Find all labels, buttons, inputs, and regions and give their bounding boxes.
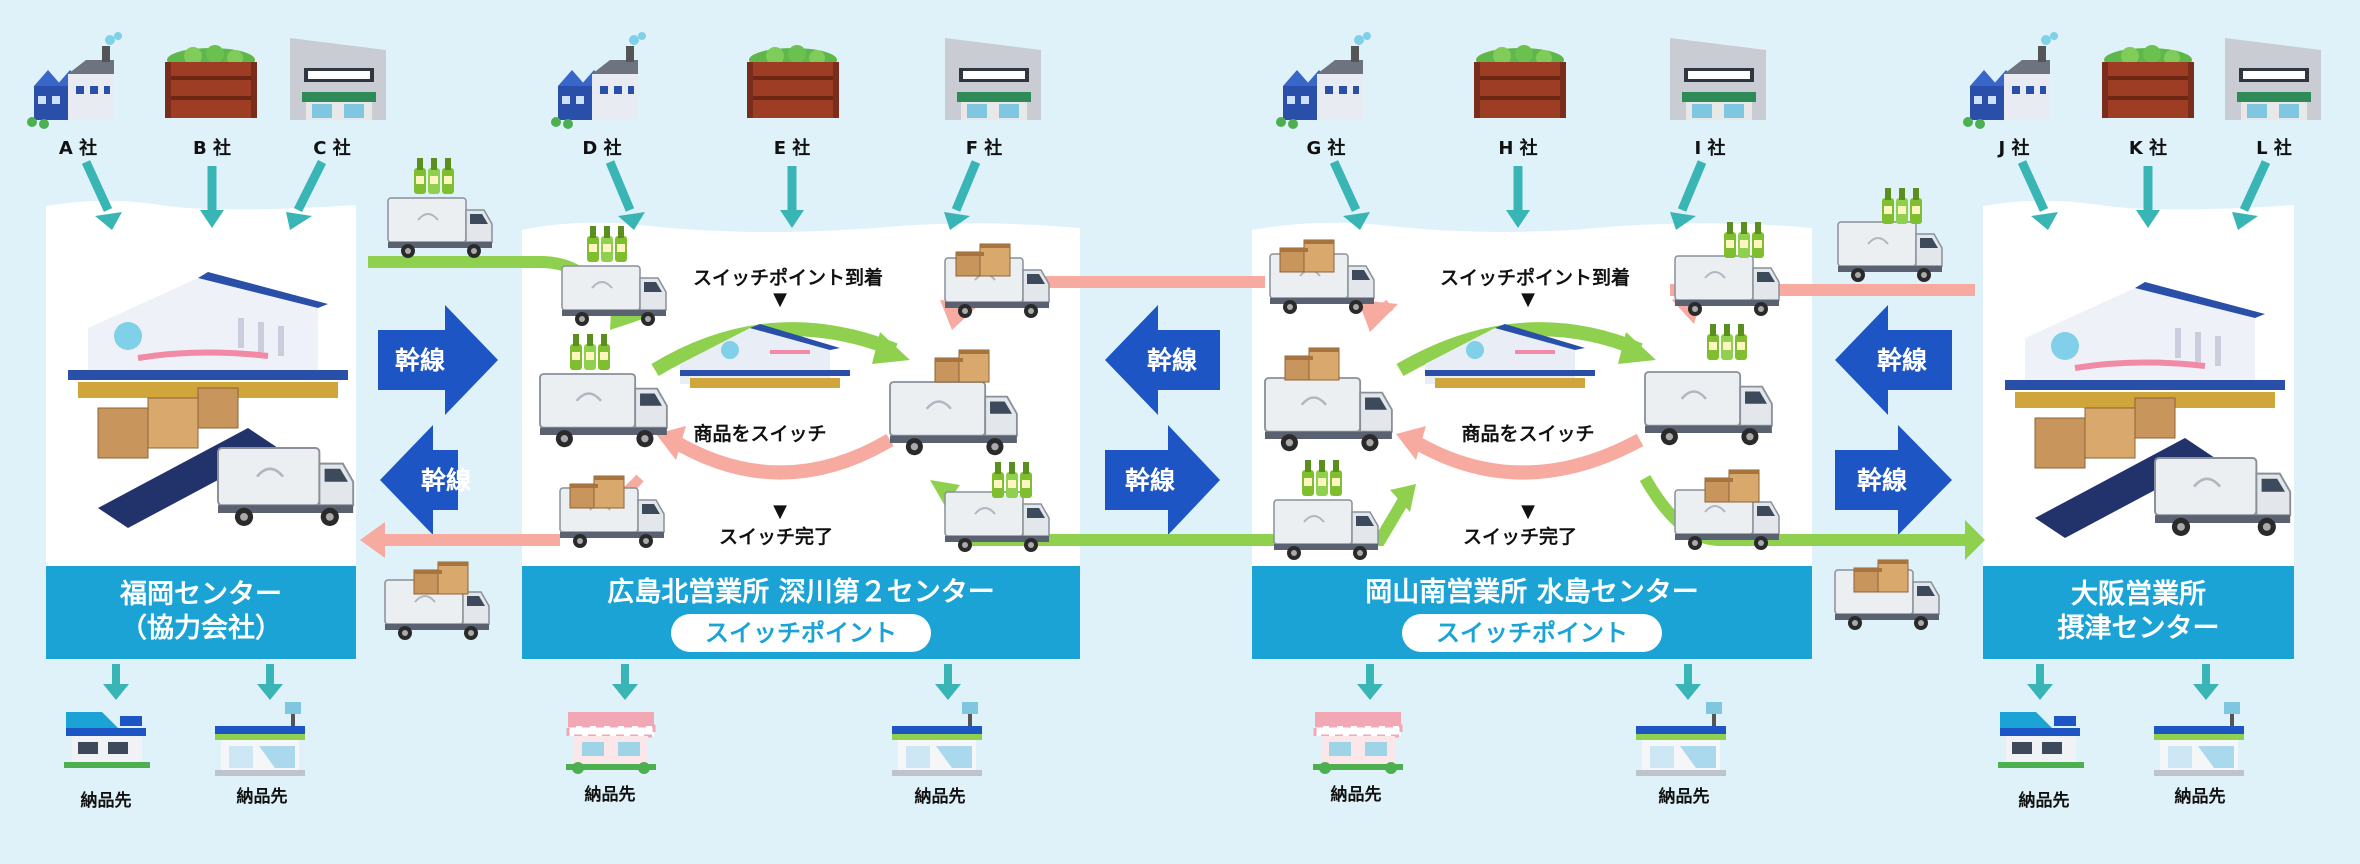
truck-icon <box>1837 221 1943 283</box>
bottles-icon <box>587 226 627 262</box>
hiroshima-switch-goods: 商品をスイッチ <box>693 423 827 445</box>
company-label-j: J 社 <box>1998 138 2030 159</box>
supplier-c-store-icon <box>290 38 386 120</box>
hiroshima-panel <box>522 222 1080 661</box>
svg-text:幹線: 幹線 <box>395 346 445 375</box>
delivery-label: 納品先 <box>2174 787 2226 807</box>
okayama-switch-arrival: スイッチポイント到着 <box>1439 267 1631 289</box>
hiroshima-complete-marker: ▼ <box>773 501 787 522</box>
hiroshima-switch-point-badge: スイッチポイント <box>671 614 931 652</box>
supplier-i-store-icon <box>1670 38 1766 120</box>
delivery-station-icon <box>1998 712 2084 768</box>
osaka-center-bar: 大阪営業所 摂津センター <box>1983 566 2294 659</box>
delivery-station-icon <box>64 712 150 768</box>
bottles-icon <box>1724 222 1764 258</box>
delivery-label: 納品先 <box>914 787 966 807</box>
okayama-arrival-marker: ▼ <box>1521 289 1535 310</box>
okayama-complete-marker: ▼ <box>1521 501 1535 522</box>
company-label-e: E 社 <box>773 138 811 159</box>
okayama-cycle-pink <box>1408 433 1644 480</box>
delivery-label: 納品先 <box>584 785 636 805</box>
delivery-label: 納品先 <box>236 787 288 807</box>
fukuoka-center-note: （協力会社） <box>120 613 282 644</box>
company-label-a: A 社 <box>58 138 98 159</box>
delivery-arrow <box>612 664 638 700</box>
supplier-b-crate-icon <box>165 45 257 118</box>
company-label-f: F 社 <box>965 138 1003 159</box>
supplier-j-factory-icon <box>1963 32 2058 129</box>
delivery-arrow <box>2027 664 2053 700</box>
svg-text:幹線: 幹線 <box>421 466 471 495</box>
boxes-icon <box>413 561 469 595</box>
okayama-panel <box>1252 222 1812 661</box>
hiroshima-center-bar: 広島北営業所 深川第２センター スイッチポイント <box>522 566 1080 659</box>
hiroshima-center-name: 広島北営業所 深川第２センター <box>607 577 995 608</box>
delivery-arrow <box>1357 664 1383 700</box>
bottles-icon <box>1707 324 1747 360</box>
bottles-icon <box>1302 460 1342 496</box>
delivery-label: 納品先 <box>1658 787 1710 807</box>
supplier-h-crate-icon <box>1474 45 1566 118</box>
supplier-l-store-icon <box>2225 38 2321 120</box>
company-label-l: L 社 <box>2256 138 2292 159</box>
okayama-switch-complete: スイッチ完了 <box>1462 526 1578 548</box>
delivery-arrow <box>257 664 283 700</box>
delivery-shop-icon <box>564 710 658 776</box>
svg-text:幹線: 幹線 <box>1877 346 1927 375</box>
company-label-b: B 社 <box>193 138 231 159</box>
supplier-e-crate-icon <box>747 45 839 118</box>
company-label-h: H 社 <box>1498 138 1538 159</box>
supplier-g-factory-icon <box>1276 32 1371 129</box>
trunk-arrow-left-2: 幹線 <box>1105 305 1220 415</box>
bottles-icon <box>992 462 1032 498</box>
trunk-arrow-right-2: 幹線 <box>1105 425 1220 535</box>
delivery-arrow <box>935 664 961 700</box>
delivery-convenience-store-icon <box>215 702 305 776</box>
trunk-arrow-left-3: 幹線 <box>1835 305 1952 415</box>
supplier-d-factory-icon <box>551 32 646 129</box>
trunk-arrow-right-1: 幹線 <box>378 305 498 415</box>
bottles-icon <box>570 334 610 370</box>
company-label-c: C 社 <box>313 138 351 159</box>
bottles-icon <box>414 158 454 194</box>
company-label-i: I 社 <box>1694 138 1726 159</box>
trunk-arrow-right-3: 幹線 <box>1835 425 1952 535</box>
osaka-center-name: 大阪営業所 <box>2071 579 2206 610</box>
delivery-convenience-store-icon <box>1636 702 1726 776</box>
okayama-center-bar: 岡山南営業所 水島センター スイッチポイント <box>1252 566 1812 659</box>
company-label-d: D 社 <box>582 138 622 159</box>
hiroshima-switch-complete: スイッチ完了 <box>718 526 834 548</box>
company-label-k: K 社 <box>2128 138 2168 159</box>
svg-text:幹線: 幹線 <box>1857 466 1907 495</box>
hiroshima-cycle-pink <box>668 433 894 480</box>
supplier-f-store-icon <box>945 38 1041 120</box>
delivery-label: 納品先 <box>80 791 132 811</box>
truck-icon <box>387 197 493 259</box>
delivery-arrow <box>2193 664 2219 700</box>
osaka-center-subname: 摂津センター <box>2057 613 2220 644</box>
delivery-convenience-store-icon <box>2154 702 2244 776</box>
delivery-shop-icon <box>1311 710 1405 776</box>
delivery-label: 納品先 <box>1330 785 1382 805</box>
fukuoka-center-bar: 福岡センター （協力会社） <box>46 566 356 659</box>
trunk-arrow-left-1: 幹線 <box>380 425 471 535</box>
bottles-icon <box>1882 188 1922 224</box>
svg-text:幹線: 幹線 <box>1147 346 1197 375</box>
fukuoka-center-name: 福岡センター <box>120 579 282 610</box>
delivery-label: 納品先 <box>2018 791 2070 811</box>
okayama-center-name: 岡山南営業所 水島センター <box>1365 577 1699 608</box>
supplier-a-factory-icon <box>27 32 122 129</box>
hiroshima-arrival-marker: ▼ <box>773 289 787 310</box>
hiroshima-switch-arrival: スイッチポイント到着 <box>692 267 884 289</box>
delivery-convenience-store-icon <box>892 702 982 776</box>
svg-text:幹線: 幹線 <box>1125 466 1175 495</box>
company-label-g: G 社 <box>1306 138 1346 159</box>
boxes-icon <box>1853 559 1909 593</box>
supplier-k-crate-icon <box>2102 45 2194 118</box>
delivery-arrow <box>103 664 129 700</box>
okayama-switch-point-badge: スイッチポイント <box>1402 614 1662 652</box>
okayama-switch-goods: 商品をスイッチ <box>1461 423 1595 445</box>
delivery-arrow <box>1675 664 1701 700</box>
